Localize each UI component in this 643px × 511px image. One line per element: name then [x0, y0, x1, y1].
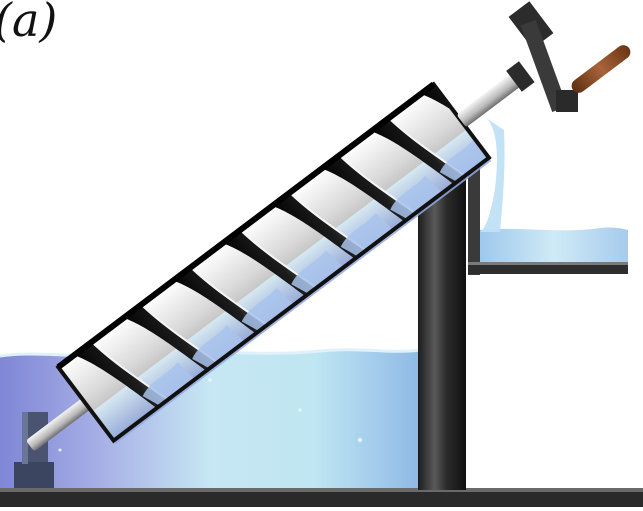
- panel-label: (a): [0, 0, 57, 47]
- support-frame: [418, 155, 628, 490]
- crank-handle: [509, 1, 634, 112]
- upper-trough-water: [480, 118, 628, 262]
